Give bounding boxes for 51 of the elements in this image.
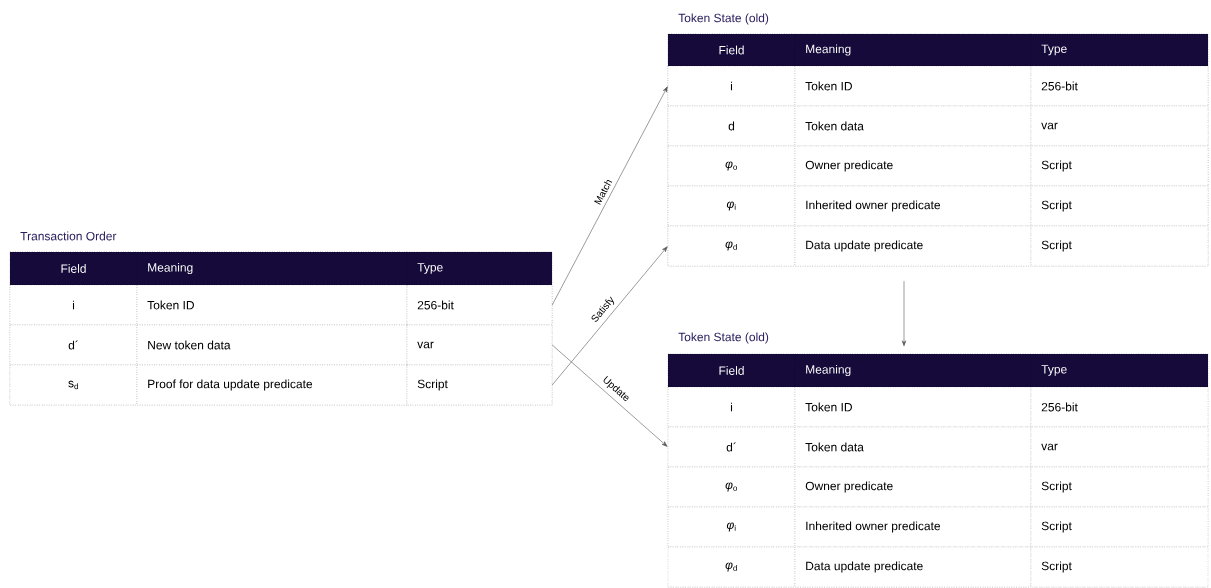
table-cell: Inherited owner predicate xyxy=(794,506,1032,548)
table-cell: φ$_{d}$ xyxy=(667,225,796,267)
table-cell: Data update predicate xyxy=(794,225,1032,267)
header-cell: Type xyxy=(406,251,553,286)
table-cell: Token ID xyxy=(794,65,1032,107)
arrow xyxy=(901,280,907,347)
header-cell: Field xyxy=(9,251,138,286)
table-cell: Script xyxy=(1030,506,1209,548)
header-cell: Type xyxy=(1030,353,1209,388)
header-cell: Field xyxy=(667,33,796,67)
table-cell: Owner predicate xyxy=(794,466,1032,508)
table-cell: Script xyxy=(1030,225,1209,267)
arrow xyxy=(551,86,668,306)
table-title: Token State (old) xyxy=(678,332,769,344)
table-cell: i xyxy=(9,284,138,326)
table-cell: 256-bit xyxy=(1030,386,1209,428)
table-title: Token State (old) xyxy=(678,13,769,25)
arrow xyxy=(551,246,668,386)
table-cell: d xyxy=(667,105,796,147)
table-cell: φ$_{o}$ xyxy=(667,466,796,508)
table-cell: Owner predicate xyxy=(794,145,1032,187)
table-cell: Script xyxy=(1030,145,1209,187)
table-cell: Script xyxy=(406,364,553,406)
header-cell: Meaning xyxy=(794,33,1032,67)
table-cell: Script xyxy=(1030,185,1209,227)
arrow xyxy=(551,344,668,447)
table-cell: d´ xyxy=(9,324,138,366)
table-cell: φ$_{d}$ xyxy=(667,546,796,588)
header-cell: Meaning xyxy=(794,353,1032,388)
table-cell: s$_{d}$ xyxy=(9,364,138,406)
table-cell: var xyxy=(1030,426,1209,468)
table-title: Transaction Order xyxy=(20,231,117,241)
table-cell: Script xyxy=(1030,546,1209,588)
table-cell: φ$_{i}$ xyxy=(667,506,796,548)
table-cell: var xyxy=(1030,105,1209,147)
table-cell: 256-bit xyxy=(406,284,553,326)
table-cell: φ$_{i}$ xyxy=(667,185,796,227)
table-cell: Inherited owner predicate xyxy=(794,185,1032,227)
table-cell: Token data xyxy=(794,426,1032,468)
table-cell: 256-bit xyxy=(1030,65,1209,107)
header-cell: Field xyxy=(667,353,796,388)
table-cell: φ$_{o}$ xyxy=(667,145,796,187)
header-cell: Type xyxy=(1030,33,1209,67)
table-cell: Token ID xyxy=(794,386,1032,428)
table-cell: i xyxy=(667,386,796,428)
table-cell: Data update predicate xyxy=(794,546,1032,588)
table-cell: d´ xyxy=(667,426,796,468)
table-cell: var xyxy=(406,324,553,366)
table-cell: Token data xyxy=(794,105,1032,147)
table-cell: Script xyxy=(1030,466,1209,508)
table-cell: i xyxy=(667,65,796,107)
